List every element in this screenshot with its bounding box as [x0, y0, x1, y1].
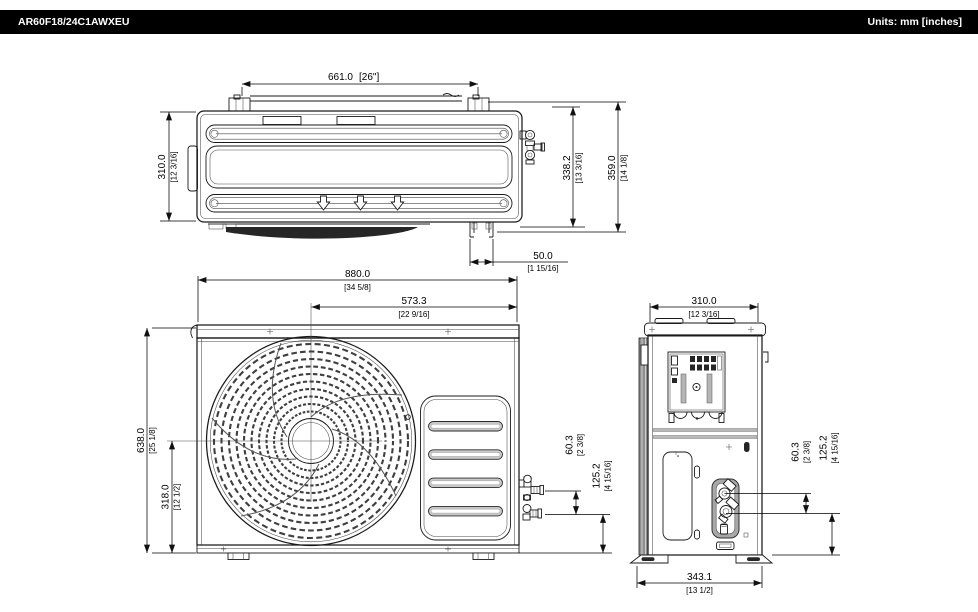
dim-inches: [25 1/8] [148, 427, 157, 454]
dim-side-foot-spacing: 343.1 [13 1/2] [636, 566, 763, 595]
side-top-cover [644, 318, 766, 337]
side-cover-left [187, 145, 198, 192]
slot-upper [694, 465, 700, 479]
dim-value: 573.3 [401, 296, 426, 307]
screw-mark [726, 444, 732, 450]
dim-front-height: 638.0 [25 1/8] [136, 327, 196, 554]
dim-value: 60.3 [791, 442, 802, 462]
model-number: AR60F18/24C1AWXEU [18, 16, 130, 28]
dim-indoor-depth: 310.0 [12 3/16] [157, 111, 196, 222]
side-cabinet [647, 334, 763, 556]
dim-inches: [4 15/16] [604, 460, 613, 491]
dim-inches: [14 1/8] [620, 155, 629, 182]
dim-value: 318.0 [161, 484, 172, 509]
dim-front-valve-height: 125.2 [4 15/16] [519, 460, 613, 554]
dim-indoor-bracket: 50.0 [1 15/16] [469, 239, 568, 273]
dim-value: 343.1 [687, 572, 712, 583]
dim-value: 60.3 [565, 435, 576, 455]
top-louver-bar [205, 124, 513, 143]
vent-slits [652, 428, 758, 439]
dim-indoor-height-total: 359.0 [14 1/8] [488, 101, 629, 233]
indoor-unit-top-view: 661.0 [26"] 310.0 [12 3/16] 338.2 [13 3/… [157, 72, 629, 273]
base-rail [196, 544, 520, 560]
units-label: Units: mm [inches] [867, 16, 962, 28]
dim-inches: [2 3/8] [576, 434, 585, 456]
small-knockout [743, 532, 749, 538]
top-cover [190, 324, 520, 339]
dim-value: 638.0 [136, 428, 147, 453]
dim-inches: [34 5/8] [344, 283, 371, 292]
indoor-body [196, 110, 523, 223]
front-panel-edge [208, 223, 430, 239]
dim-inches: [22 9/16] [398, 310, 429, 319]
title-bar: AR60F18/24C1AWXEU Units: mm [inches] [0, 10, 978, 34]
indoor-pipe-valves [519, 129, 545, 165]
dim-indoor-height-body: 338.2 [13 3/16] [520, 106, 585, 228]
dim-front-fan-center: 318.0 [12 1/2] [161, 441, 182, 553]
foot-left [227, 552, 250, 560]
handle-slots [428, 421, 503, 517]
dim-inches: [26"] [359, 72, 379, 83]
dim-front-width: 880.0 [34 5/8] [197, 269, 518, 322]
access-panel [662, 451, 693, 541]
airflow-arrow-icons [316, 195, 405, 211]
dim-side-valve-spacing: 60.3 [2 3/8] [724, 441, 840, 514]
slot-lower [694, 529, 700, 540]
dim-inches: [2 3/8] [803, 441, 812, 463]
dim-inches: [13 1/2] [686, 586, 713, 595]
dim-value: 50.0 [533, 251, 553, 262]
foot-right [472, 552, 495, 560]
service-port [720, 524, 728, 535]
dim-value: 125.2 [819, 435, 830, 460]
dim-front-fan-to-right: 573.3 [22 9/16] [311, 296, 517, 319]
dim-inches: [1 15/16] [527, 264, 558, 273]
drain-cutout [716, 541, 735, 550]
outdoor-unit-front-view: 880.0 [34 5/8] 573.3 [22 9/16] 638.0 [25… [136, 269, 613, 560]
bottom-bracket-tab [469, 222, 494, 238]
dim-inches: [13 3/16] [575, 152, 584, 183]
dim-inches: [12 3/16] [170, 151, 179, 182]
outdoor-unit-side-view: 310.0 [12 3/16] 343.1 [13 1/2] 60.3 [2 3… [629, 296, 840, 595]
valve-recess [711, 478, 740, 539]
dim-value: 125.2 [592, 463, 603, 488]
dim-value: 310.0 [691, 296, 716, 307]
terminal-box [667, 351, 726, 423]
rear-coil-edge [638, 337, 649, 556]
dim-value: 310.0 [157, 154, 168, 179]
dim-inches: [12 3/16] [688, 310, 719, 319]
side-feet [629, 554, 774, 564]
dim-inches: [4 15/16] [831, 432, 840, 463]
mounting-bracket [228, 93, 490, 112]
dim-inches: [12 1/2] [173, 484, 182, 511]
liquid-valve [719, 505, 733, 518]
latch [744, 442, 750, 452]
dim-value: 880.0 [345, 269, 370, 280]
dim-indoor-width: 661.0 [26"] [241, 72, 479, 96]
service-valves-front [518, 474, 544, 521]
side-handle-panel [420, 395, 511, 541]
dim-value: 661.0 [328, 72, 353, 83]
dim-side-depth: 310.0 [12 3/16] [649, 296, 759, 322]
dim-side-valve-height: 125.2 [4 15/16] [772, 432, 840, 556]
dim-value: 338.2 [562, 155, 573, 180]
hanger-bracket [763, 351, 769, 363]
fan-grille [167, 303, 417, 547]
dim-value: 359.0 [607, 155, 618, 180]
center-panel [205, 145, 513, 189]
dim-front-valve-spacing: 60.3 [2 3/8] [545, 434, 610, 515]
